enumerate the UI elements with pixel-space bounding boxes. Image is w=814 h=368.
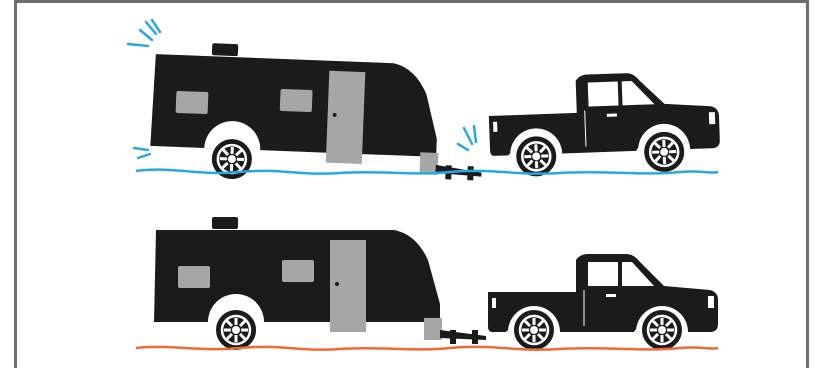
bouncing-rig-scene bbox=[128, 20, 721, 190]
pickup-truck-icon bbox=[488, 70, 721, 179]
steady-rig-scene bbox=[136, 217, 718, 351]
travel-trailer-icon bbox=[149, 41, 486, 190]
pickup-truck-icon bbox=[488, 254, 718, 351]
travel-trailer-icon bbox=[154, 217, 486, 351]
